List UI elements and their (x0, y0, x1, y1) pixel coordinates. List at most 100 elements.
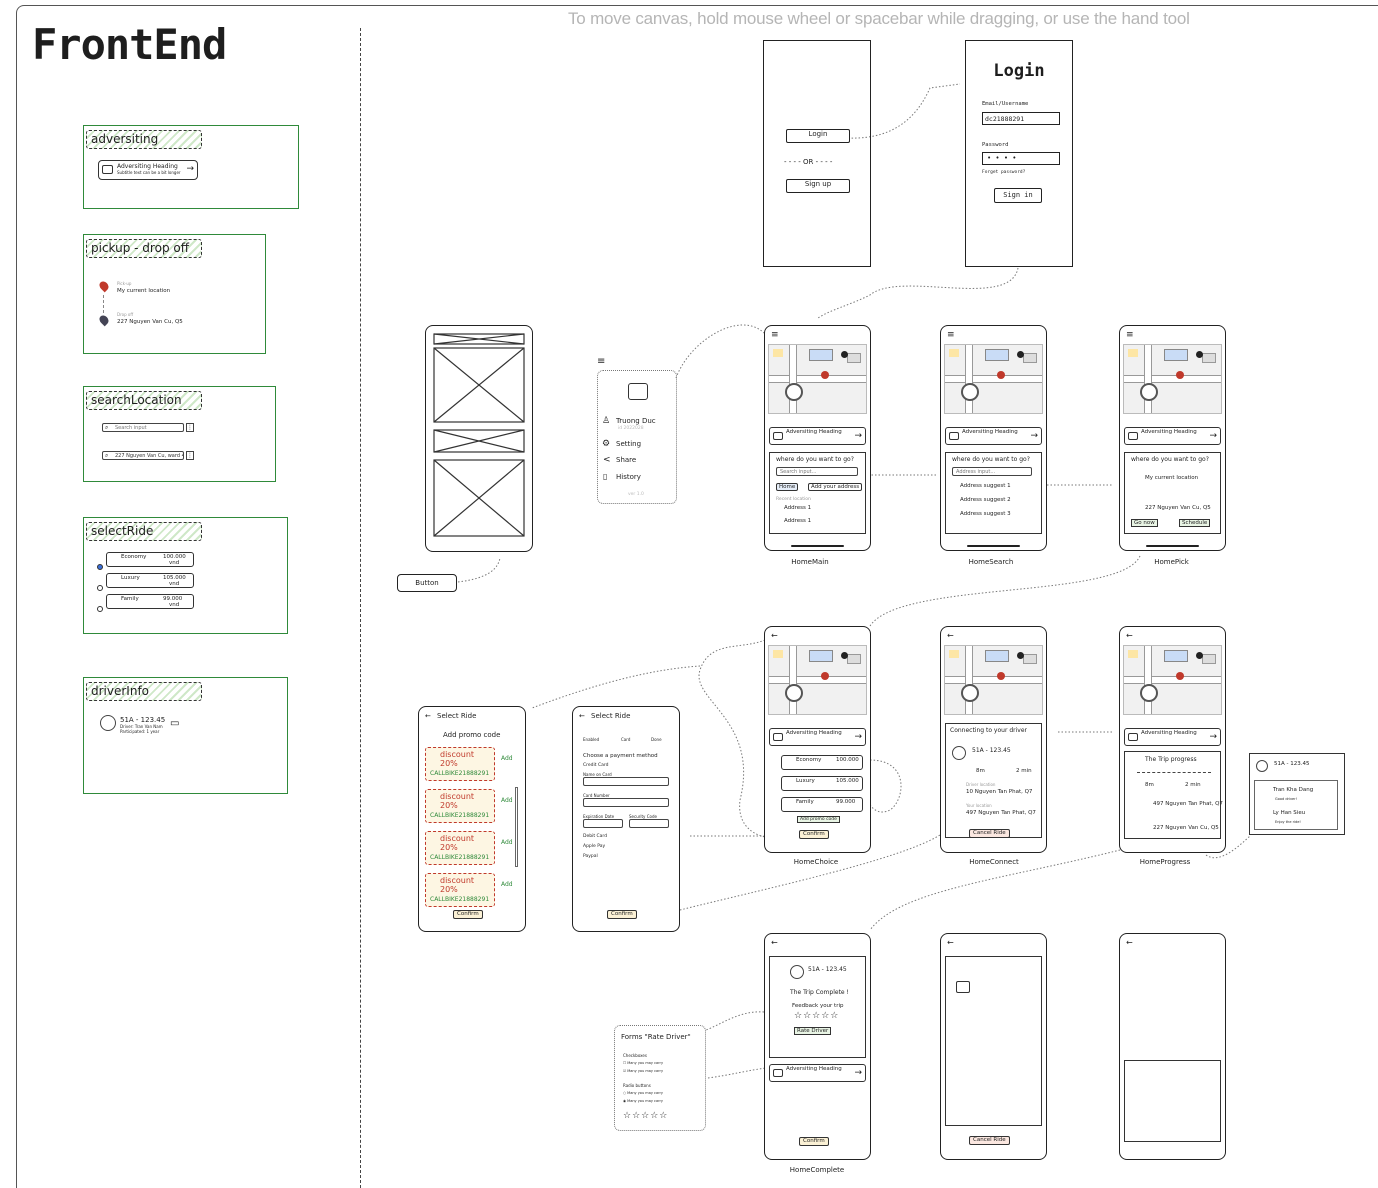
back-arrow-icon[interactable]: ← (1126, 938, 1133, 947)
add-promo-button[interactable]: Add (501, 755, 513, 762)
ad-card[interactable]: Adversiting Heading→ (1124, 728, 1221, 746)
ride-radio[interactable] (97, 556, 105, 575)
back-arrow-icon[interactable]: ← (947, 938, 954, 947)
name-card-input[interactable] (583, 777, 669, 786)
address-suggest[interactable]: Address suggest 2 (960, 497, 1011, 503)
signin-button[interactable]: Sign in (994, 188, 1042, 203)
menu-item-setting[interactable]: Setting (616, 440, 642, 448)
ride-name: Luxury (796, 778, 815, 784)
screen-label: HomeChoice (793, 858, 839, 866)
menu-item-share[interactable]: Share (616, 456, 637, 464)
promo-card[interactable]: discount 20%CALLBIKE21888291 (425, 747, 495, 781)
add-promo-button[interactable]: Add (501, 839, 513, 846)
map-view[interactable] (944, 344, 1043, 414)
more-icon[interactable]: ⋮ (186, 451, 194, 460)
address-suggest[interactable]: Address suggest 3 (960, 511, 1011, 517)
checkbox-item[interactable]: ☐ Many you may carry (623, 1061, 664, 1065)
hamburger-icon[interactable]: ≡ (1126, 330, 1134, 340)
scrollbar[interactable] (515, 787, 518, 867)
recent-address[interactable]: Address 1 (784, 505, 812, 511)
confirm-button[interactable]: Confirm (799, 1137, 829, 1146)
login-button[interactable]: Login (786, 129, 850, 143)
address-suggest[interactable]: Address suggest 1 (960, 483, 1011, 489)
ad-card[interactable]: Adversiting Heading Subtitle text can be… (98, 160, 198, 180)
page-title: FrontEnd (32, 20, 227, 69)
star-rating[interactable]: ☆☆☆☆☆ (623, 1111, 669, 1121)
security-input[interactable] (629, 819, 669, 828)
expiration-input[interactable] (583, 819, 623, 828)
ad-card[interactable]: Adversiting Heading→ (769, 1064, 866, 1082)
add-promo-button[interactable]: Add promo code (797, 816, 840, 823)
checkbox-item[interactable]: ☑ Many you may carry (623, 1069, 664, 1073)
recent-address[interactable]: Address 1 (784, 518, 812, 524)
home-chip[interactable]: Home (776, 483, 799, 491)
address-input[interactable]: Address input... (952, 467, 1032, 476)
menu-item-history[interactable]: History (616, 473, 641, 481)
map-view[interactable] (1123, 645, 1222, 715)
back-arrow-icon[interactable]: ← (425, 712, 431, 720)
arrow-right-icon: → (854, 431, 862, 441)
go-now-button[interactable]: Go now (1131, 519, 1158, 527)
add-address-chip[interactable]: Add your address (808, 483, 863, 491)
ride-option-luxury[interactable]: Luxury 105.000 vnd (106, 573, 194, 588)
search-input[interactable]: Search input (102, 423, 184, 432)
confirm-button[interactable]: Confirm (799, 830, 829, 839)
forgot-password-link[interactable]: Forget password? (982, 170, 1026, 175)
map-view[interactable] (1123, 344, 1222, 414)
schedule-button[interactable]: Schedule (1179, 519, 1211, 527)
driver-plate: 51A - 123.45 (120, 716, 166, 724)
radio-item[interactable]: ◉ Many you may carry (623, 1099, 663, 1103)
back-arrow-icon[interactable]: ← (947, 631, 954, 640)
map-view[interactable] (768, 645, 867, 715)
connector-signin (817, 267, 1019, 319)
card-number-input[interactable] (583, 798, 669, 807)
back-arrow-icon[interactable]: ← (1126, 631, 1133, 640)
ad-card[interactable]: Adversiting Heading→ (945, 427, 1042, 445)
paypal-option[interactable]: Paypal (583, 854, 598, 859)
star-rating[interactable]: ☆☆☆☆☆ (794, 1011, 840, 1021)
debit-option[interactable]: Debit Card (583, 834, 608, 839)
ad-card[interactable]: Adversiting Heading→ (769, 427, 866, 445)
hamburger-icon[interactable]: ≡ (597, 356, 606, 367)
confirm-button[interactable]: Confirm (453, 910, 483, 919)
cancel-ride-button[interactable]: Cancel Ride (969, 1136, 1010, 1145)
signup-button[interactable]: Sign up (786, 179, 850, 193)
ride-radio[interactable] (97, 577, 105, 596)
chat-icon[interactable]: ▭ (170, 718, 180, 729)
map-view[interactable] (768, 344, 867, 414)
back-arrow-icon[interactable]: ← (579, 712, 585, 720)
add-promo-button[interactable]: Add (501, 797, 513, 804)
credit-card-option[interactable]: Credit Card (583, 763, 609, 768)
ad-card[interactable]: Adversiting Heading→ (769, 728, 866, 746)
ride-option-economy[interactable]: Economy 100.000 vnd (106, 552, 194, 567)
promo-card[interactable]: discount 20%CALLBIKE21888291 (425, 831, 495, 865)
more-icon[interactable]: ⋮ (186, 423, 194, 432)
back-arrow-icon[interactable]: ← (771, 631, 778, 640)
promo-card[interactable]: discount 20%CALLBIKE21888291 (425, 873, 495, 907)
ride-option-family[interactable]: Family 99.000 vnd (106, 594, 194, 609)
back-arrow-icon[interactable]: ← (771, 938, 778, 947)
add-promo-button[interactable]: Add (501, 881, 513, 888)
promo-card[interactable]: discount 20%CALLBIKE21888291 (425, 789, 495, 823)
hamburger-icon[interactable]: ≡ (947, 330, 955, 340)
pick-panel: where do you want to go? My current loca… (1124, 452, 1221, 534)
ride-price: 100.000 (836, 757, 859, 763)
hamburger-icon[interactable]: ≡ (771, 330, 779, 340)
radio-item[interactable]: ○ Many you may carry (623, 1091, 663, 1095)
generic-button[interactable]: Button (397, 574, 457, 592)
address-input[interactable]: 227 Nguyen Van Cu, ward 4, ... (102, 451, 184, 460)
ad-card[interactable]: Adversiting Heading→ (1124, 427, 1221, 445)
cancel-ride-button[interactable]: Cancel Ride (969, 829, 1010, 838)
ride-radio[interactable] (97, 598, 105, 617)
radio-label: Radio buttons (623, 1083, 651, 1088)
password-field[interactable]: • • • • (982, 152, 1060, 165)
email-field[interactable]: dc21888291 (982, 112, 1060, 125)
confirm-button[interactable]: Confirm (607, 910, 637, 919)
search-input[interactable]: Search input... (776, 467, 858, 476)
rate-driver-button[interactable]: Rate Driver (794, 1027, 832, 1035)
applepay-option[interactable]: Apple Pay (583, 844, 606, 849)
map-view[interactable] (944, 645, 1043, 715)
